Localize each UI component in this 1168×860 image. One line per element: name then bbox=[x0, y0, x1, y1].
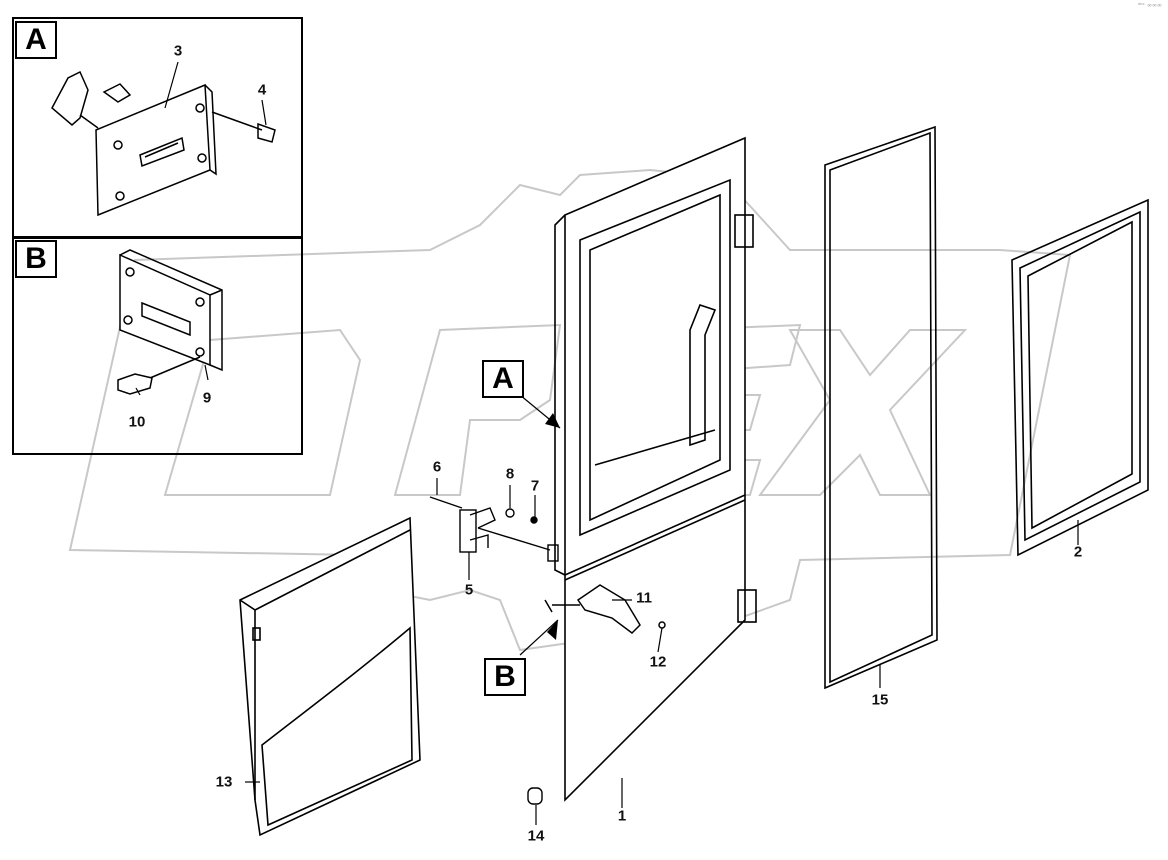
lower-panel bbox=[239, 516, 421, 837]
watermark-logo bbox=[68, 168, 1072, 662]
callout-7: 7 bbox=[530, 477, 540, 495]
detail-tag-a: A bbox=[482, 360, 524, 398]
inset-a-drawing bbox=[51, 70, 276, 217]
inset-b-tag: B bbox=[15, 240, 57, 278]
callout-12: 12 bbox=[649, 653, 667, 671]
inset-a-tag: A bbox=[15, 21, 57, 59]
callout-5: 5 bbox=[464, 581, 474, 599]
corner-mark: ᵃᵇᶜ ∞∞∞ bbox=[1137, 2, 1162, 9]
callout-4: 4 bbox=[257, 81, 267, 99]
callout-13: 13 bbox=[215, 773, 233, 791]
leader-arrowheads bbox=[545, 413, 560, 640]
latch-assembly bbox=[429, 496, 559, 562]
callout-3: 3 bbox=[173, 42, 183, 60]
door-assembly bbox=[554, 136, 757, 802]
inset-frame-b bbox=[12, 236, 303, 455]
window-gasket bbox=[824, 125, 938, 690]
callout-6: 6 bbox=[432, 458, 442, 476]
callout-9: 9 bbox=[202, 389, 212, 407]
callout-2: 2 bbox=[1073, 543, 1083, 561]
callout-8: 8 bbox=[505, 465, 515, 483]
window-glass bbox=[1011, 198, 1149, 557]
callout-15: 15 bbox=[871, 691, 889, 709]
callout-14: 14 bbox=[527, 827, 545, 845]
callout-11: 11 bbox=[636, 589, 652, 607]
inset-frame-a bbox=[12, 17, 303, 239]
callout-1: 1 bbox=[617, 807, 627, 825]
inset-b-drawing bbox=[117, 249, 223, 395]
detail-tag-b: B bbox=[484, 658, 526, 696]
plug bbox=[527, 787, 543, 805]
callout-10: 10 bbox=[128, 413, 146, 431]
